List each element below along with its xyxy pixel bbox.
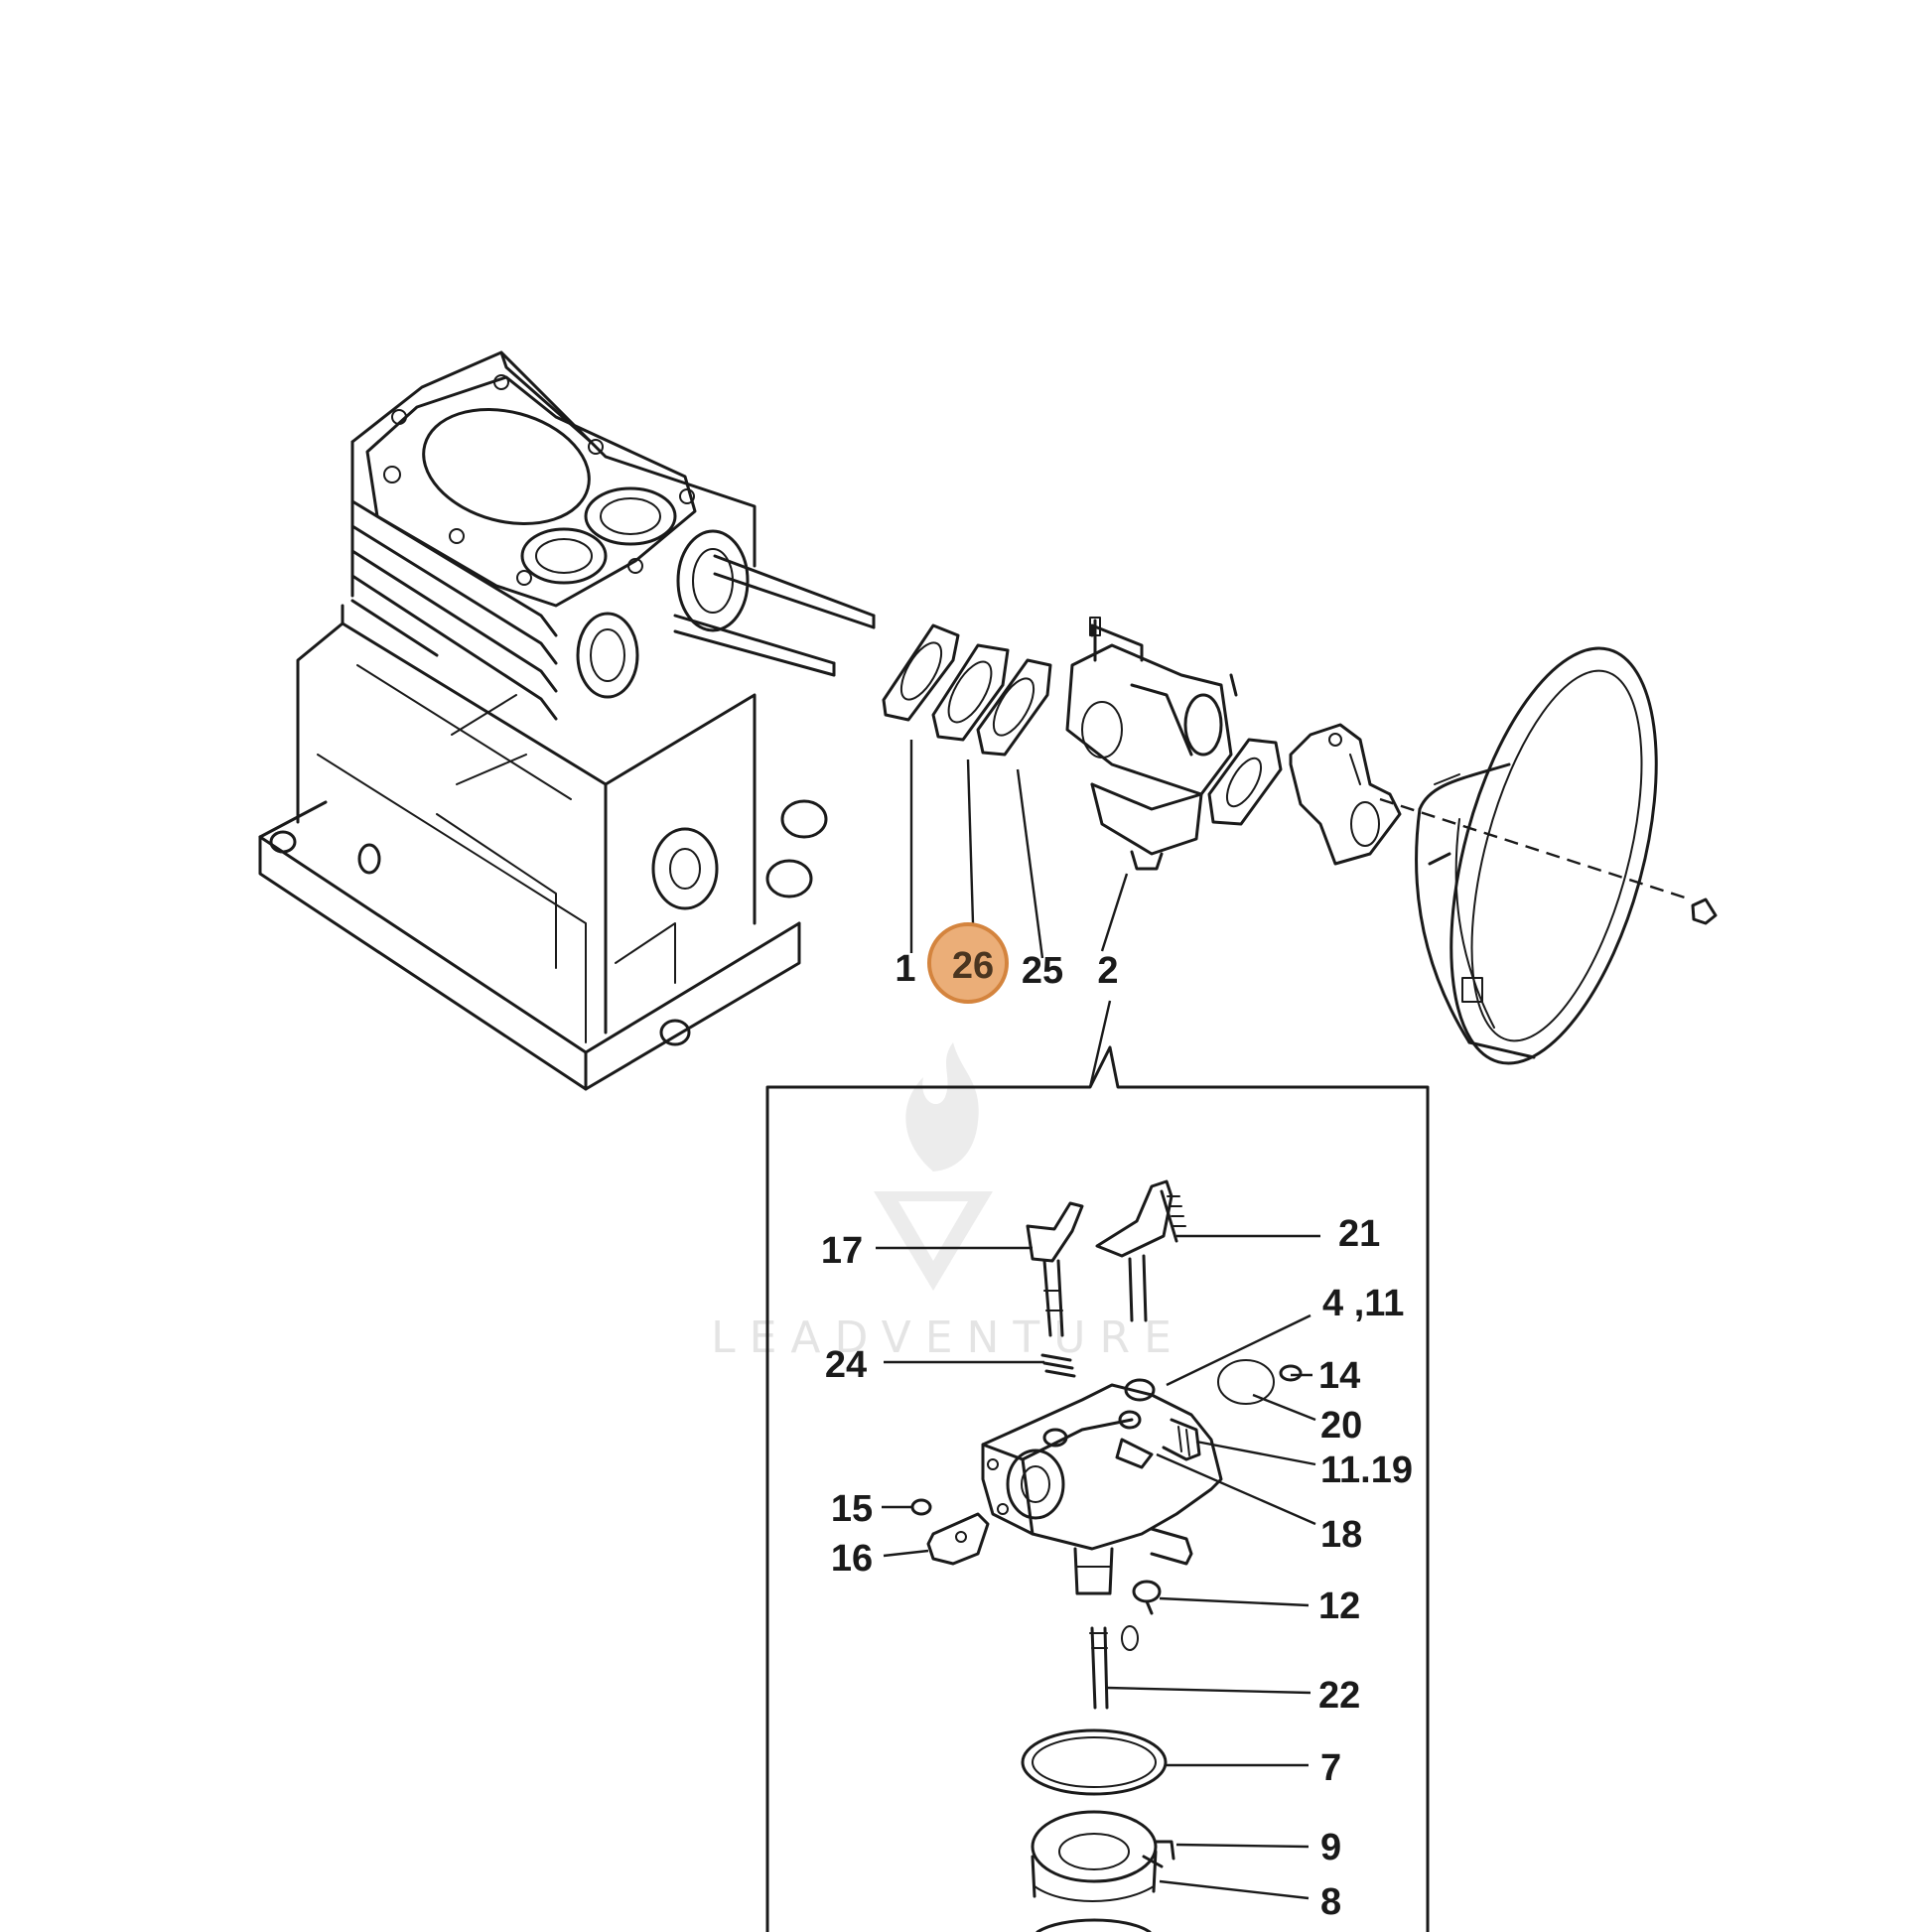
watermark-brand: LEADVENTURE	[711, 1312, 1185, 1363]
detail-box	[765, 1000, 1430, 1932]
watermark-v-icon	[874, 1191, 993, 1291]
callout-26-highlight	[927, 922, 1009, 1004]
detail-leaders	[876, 1234, 1320, 1900]
top-callouts: 1 26 25 2	[895, 922, 1119, 1004]
detail-parts	[910, 1179, 1303, 1932]
callout-24: 24	[825, 1344, 867, 1386]
callout-15: 15	[831, 1488, 873, 1530]
engine-block	[258, 350, 876, 1091]
air-cleaner-gasket	[1207, 738, 1283, 826]
callout-11-19: 11.19	[1320, 1449, 1413, 1491]
callout-21: 21	[1338, 1213, 1380, 1255]
callout-20: 20	[1320, 1405, 1362, 1447]
gasket-25	[976, 658, 1052, 757]
watermark-flame-icon	[905, 1042, 979, 1172]
top-leaders	[909, 740, 1129, 959]
callout-1: 1	[895, 948, 915, 990]
watermark: LEADVENTURE	[711, 1042, 1185, 1363]
callout-26: 26	[952, 945, 994, 987]
callout-4-11: 4 ,11	[1322, 1283, 1404, 1324]
gasket-1	[882, 623, 960, 722]
callout-9: 9	[1320, 1827, 1341, 1868]
gasket-26	[931, 643, 1010, 742]
air-cleaner-housing	[1379, 646, 1718, 1065]
carburetor-assembly	[1065, 617, 1238, 871]
callout-8: 8	[1320, 1881, 1341, 1923]
callout-2: 2	[1097, 950, 1118, 992]
callout-12: 12	[1318, 1586, 1360, 1627]
callout-22: 22	[1318, 1675, 1360, 1717]
callout-14: 14	[1318, 1355, 1360, 1397]
callout-7: 7	[1320, 1747, 1341, 1789]
air-cleaner-bracket	[1289, 723, 1402, 866]
detail-callouts: 17 21 4 ,11 24 14 20 11.19 15 18 16 12 2…	[821, 1213, 1413, 1923]
callout-25: 25	[1022, 950, 1063, 992]
callout-16: 16	[831, 1538, 873, 1580]
callout-18: 18	[1320, 1514, 1362, 1556]
callout-17: 17	[821, 1230, 863, 1272]
